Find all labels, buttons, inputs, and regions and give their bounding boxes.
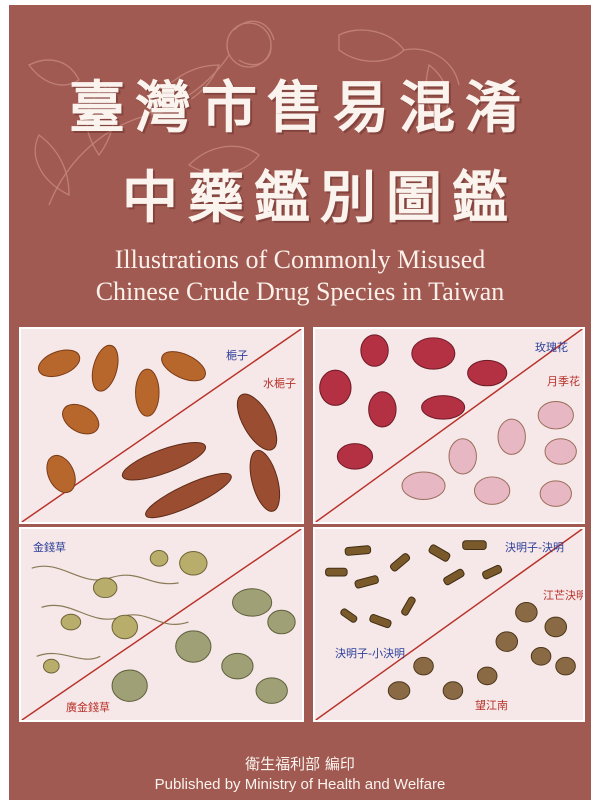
subtitle-english-line2: Chinese Crude Drug Species in Taiwan (95, 277, 505, 306)
gardenia-fruit-photo (21, 329, 302, 522)
label-water-gardenia: 水梔子 (263, 377, 296, 390)
label-lysimachia: 金錢草 (33, 541, 66, 554)
panel-cassia: 決明子-決明 江芒決明 決明子-小決明 望江南 (313, 527, 585, 722)
book-cover: 臺灣市售易混淆 中藥鑑別圖鑑 Illustrations of Commonly… (9, 5, 591, 800)
title-chinese-line2: 中藥鑑別圖鑑 (122, 165, 518, 231)
publisher-english: Published by Ministry of Health and Welf… (154, 776, 446, 793)
flower-outline-decoration (28, 20, 460, 206)
rose-bud-photo (315, 329, 583, 522)
desmodium-herb-photo (21, 529, 302, 720)
label-cassia-tora: 決明子-小決明 (335, 647, 405, 660)
publisher-chinese: 衛生福利部 編印 (245, 755, 355, 773)
title-chinese-line1: 臺灣市售易混淆 (69, 75, 531, 141)
label-desmodium: 廣金錢草 (66, 701, 110, 714)
panel-desmodium: 金錢草 廣金錢草 (19, 527, 304, 722)
label-cassia-obtusifolia: 決明子-決明 (505, 541, 564, 554)
label-rose: 玫瑰花 (535, 341, 568, 354)
label-cassia-occidentalis: 望江南 (475, 699, 508, 712)
label-cassia-sophera: 江芒決明 (543, 589, 585, 602)
subtitle-english-line1: Illustrations of Commonly Misused (114, 245, 486, 274)
label-gardenia: 梔子 (226, 349, 248, 362)
label-chinese-rose: 月季花 (547, 375, 580, 388)
cassia-seed-photo (315, 529, 583, 720)
panel-rose: 玫瑰花 月季花 (313, 327, 585, 524)
panel-gardenia: 梔子 水梔子 (19, 327, 304, 524)
